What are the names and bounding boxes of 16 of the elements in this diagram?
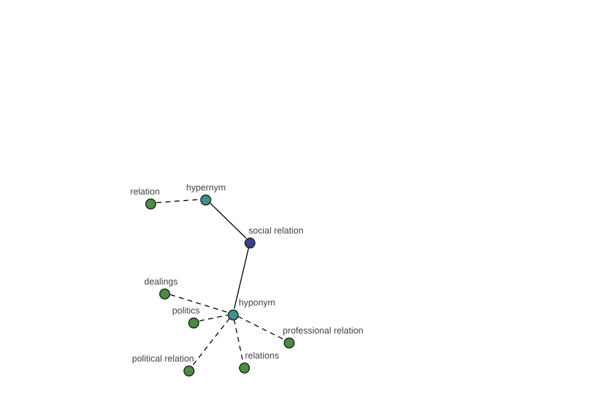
dashed-line <box>234 318 244 362</box>
dashed-line <box>198 314 228 322</box>
node-label: relation <box>130 186 160 198</box>
node-label: dealings <box>144 276 178 288</box>
line <box>209 202 247 239</box>
dashed-line <box>170 294 228 313</box>
node-label: social relation <box>248 226 304 236</box>
node-label: hyponym <box>238 298 276 308</box>
node-label: politics <box>172 306 200 316</box>
line <box>234 246 250 310</box>
dashed-line <box>237 316 285 340</box>
node-label: political relation <box>132 354 194 364</box>
dashed-line <box>192 318 230 366</box>
node-label: relations <box>244 350 280 362</box>
node-label: hypernym <box>186 182 226 194</box>
node-label: professional relation <box>282 326 364 336</box>
